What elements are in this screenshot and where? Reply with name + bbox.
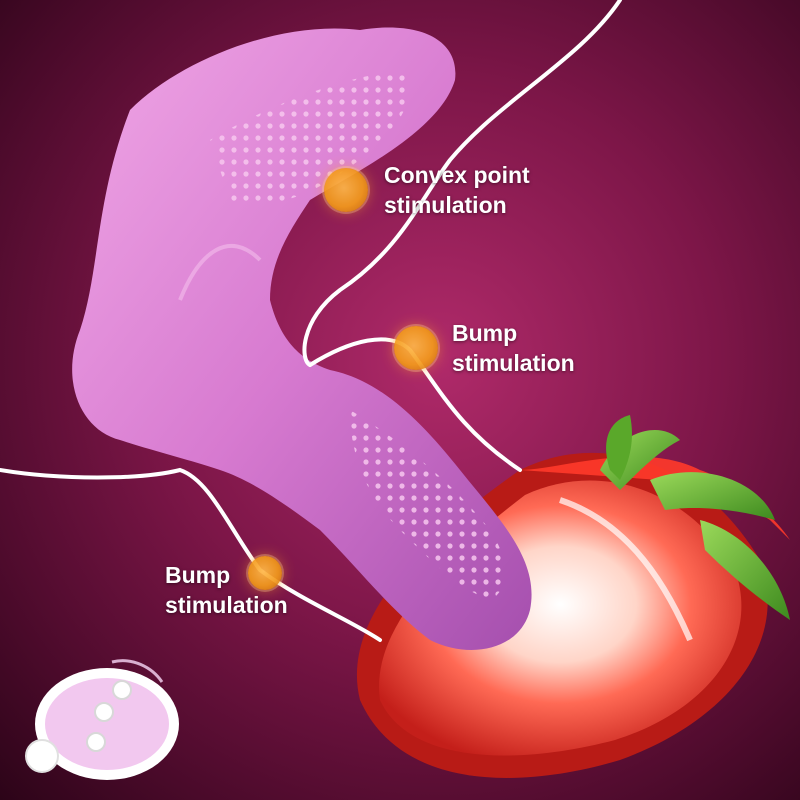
callout-line1: Bump <box>452 320 518 346</box>
callout-label: Bump stimulation <box>452 318 575 378</box>
callout-line2: stimulation <box>384 192 507 218</box>
callout-label: Convex point stimulation <box>384 160 530 220</box>
callout-bump-lower: Bump stimulation <box>165 560 288 620</box>
callout-line2: stimulation <box>452 350 575 376</box>
remote-control <box>25 659 179 780</box>
callout-line2: stimulation <box>165 592 288 618</box>
marker-dot <box>324 168 368 212</box>
remote-button-bottom <box>86 732 106 752</box>
callout-bump-upper: Bump stimulation <box>394 318 575 378</box>
marker-dot <box>248 556 282 590</box>
wireless-signal-icon <box>111 659 164 683</box>
remote-button-middle <box>94 702 114 722</box>
product-body <box>72 27 532 650</box>
strawberry-leaves <box>600 415 790 620</box>
callout-label: Bump stimulation <box>165 560 288 620</box>
remote-button-top <box>112 680 132 700</box>
callout-line1: Bump <box>165 562 231 588</box>
callout-convex-point: Convex point stimulation <box>324 160 530 220</box>
marker-dot <box>394 326 438 370</box>
callout-line1: Convex point <box>384 162 530 188</box>
